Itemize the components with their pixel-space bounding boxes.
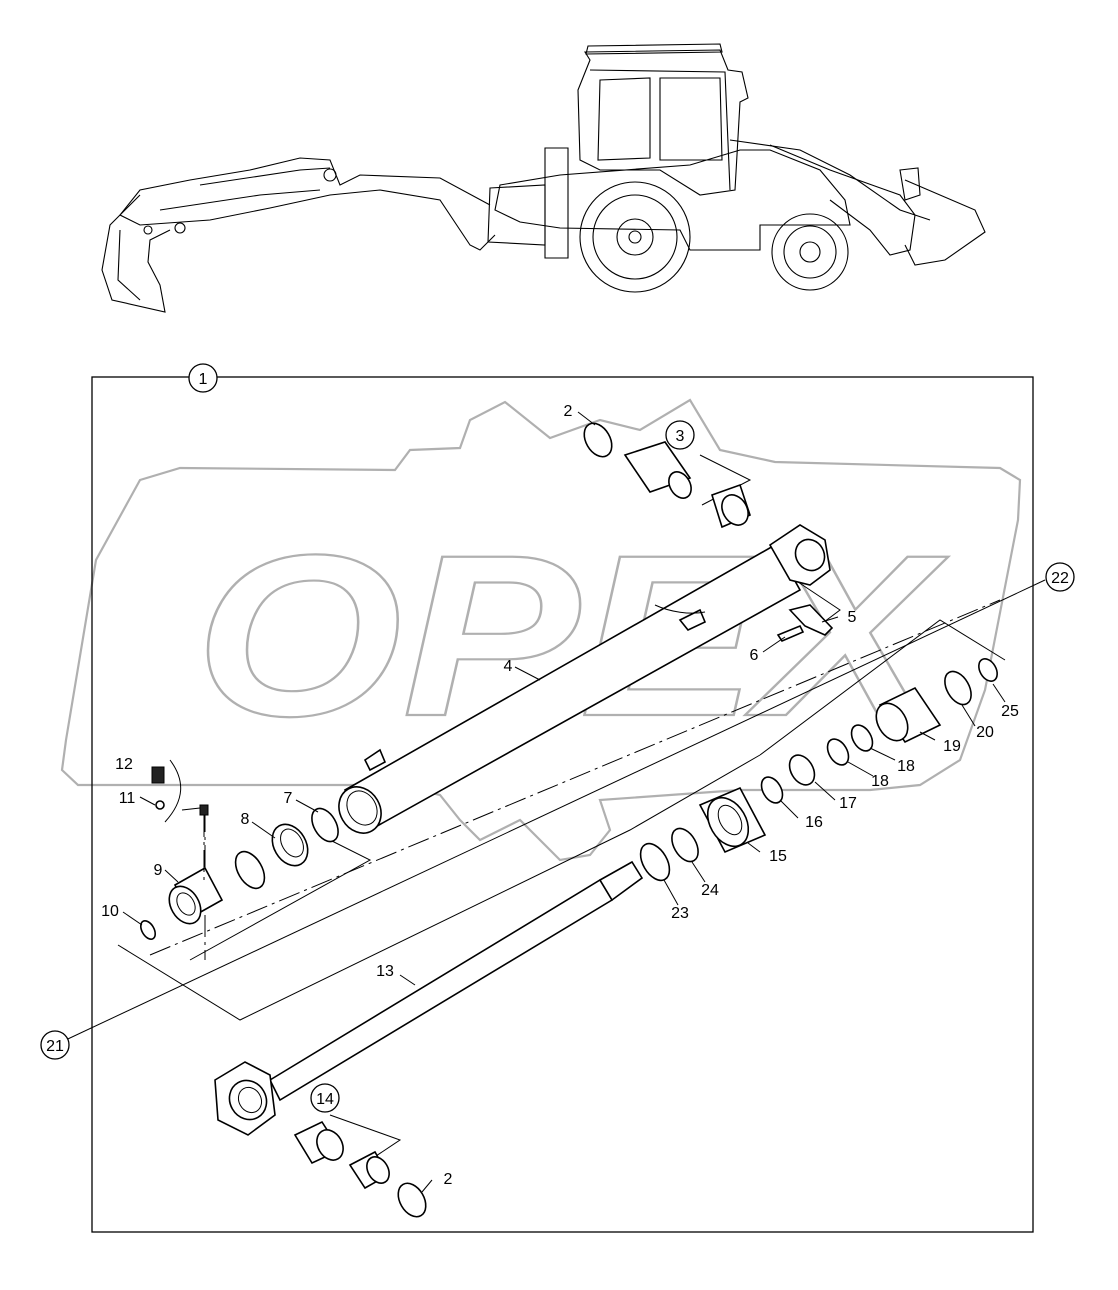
callout-3[interactable]: 3 — [665, 420, 695, 450]
callout-21-label: 21 — [46, 1038, 64, 1055]
callout-13[interactable]: 13 — [376, 963, 394, 980]
callout-12[interactable]: 12 — [115, 756, 133, 773]
watermark: OPEX — [60, 398, 1022, 862]
callout-labels: 1 3 14 21 22 2 4 5 6 7 8 9 10 11 12 13 1… — [40, 363, 1075, 1188]
callout-5[interactable]: 5 — [848, 609, 857, 626]
callout-15[interactable]: 15 — [769, 848, 787, 865]
callout-3-label: 3 — [676, 428, 685, 445]
callout-1-label: 1 — [199, 371, 208, 388]
callout-14-label: 14 — [316, 1091, 334, 1108]
piston-rod — [214, 860, 644, 1136]
callout-14[interactable]: 14 — [310, 1083, 340, 1113]
callout-24[interactable]: 24 — [701, 882, 719, 899]
leader-lines — [54, 454, 1046, 1161]
callout-1[interactable]: 1 — [188, 363, 218, 393]
callout-17[interactable]: 17 — [839, 795, 857, 812]
assembly-frame — [91, 376, 1034, 1233]
callout-18-lower[interactable]: 18 — [871, 773, 889, 790]
callout-2-top[interactable]: 2 — [564, 403, 573, 420]
callout-20[interactable]: 20 — [976, 724, 994, 741]
callout-23[interactable]: 23 — [671, 905, 689, 922]
small-parts — [139, 422, 998, 1218]
callout-22[interactable]: 22 — [1045, 562, 1075, 592]
backhoe-loader-illustration — [101, 43, 986, 313]
callout-10[interactable]: 10 — [101, 903, 119, 920]
callout-19[interactable]: 19 — [943, 738, 961, 755]
callout-7[interactable]: 7 — [284, 790, 293, 807]
callout-leaders — [122, 411, 1006, 1193]
watermark-text: OPEX — [195, 507, 948, 764]
callout-25[interactable]: 25 — [1001, 703, 1019, 720]
callout-2-bottom[interactable]: 2 — [444, 1171, 453, 1188]
callout-8[interactable]: 8 — [241, 811, 250, 828]
callout-18-upper[interactable]: 18 — [897, 758, 915, 775]
callout-11[interactable]: 11 — [119, 790, 136, 807]
gear-watermark-outline — [60, 398, 1022, 862]
callout-22-label: 22 — [1051, 570, 1069, 587]
callout-9[interactable]: 9 — [154, 862, 163, 879]
callout-4[interactable]: 4 — [504, 658, 513, 675]
callout-6[interactable]: 6 — [750, 647, 759, 664]
cylinder-barrel — [338, 524, 831, 834]
callout-16[interactable]: 16 — [805, 814, 823, 831]
callout-21[interactable]: 21 — [40, 1030, 70, 1060]
